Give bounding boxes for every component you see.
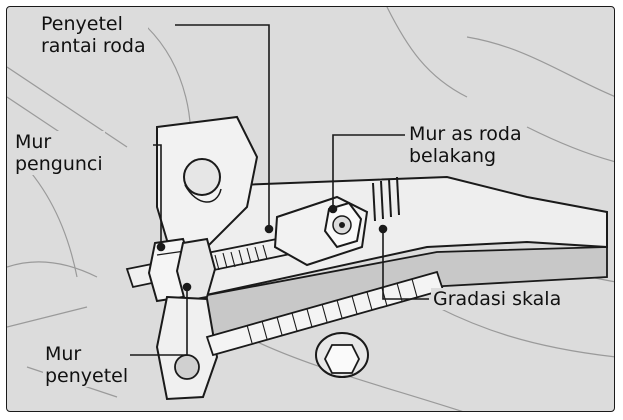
callout-scale-gradation-text: Gradasi skala	[433, 288, 561, 310]
diagram-frame: Penyetel rantai roda Mur pengunci Mur as…	[6, 6, 615, 412]
callout-adjusting-nut-line1: Mur	[45, 343, 128, 365]
callout-chain-adjuster-line1: Penyetel	[41, 13, 146, 35]
leader-dot-scale	[380, 226, 387, 233]
callout-lock-nut: Mur pengunci	[13, 131, 105, 175]
leader-dot-adjusting-nut	[184, 284, 191, 291]
leader-dot-rear-axle-nut	[330, 206, 337, 213]
adjusting-nut	[177, 239, 215, 301]
callout-chain-adjuster-line2: rantai roda	[41, 35, 146, 57]
callout-adjusting-nut: Mur penyetel	[43, 343, 130, 387]
callout-rear-axle-nut-line2: belakang	[409, 145, 522, 167]
leader-dot-lock-nut	[158, 244, 165, 251]
callout-adjusting-nut-line2: penyetel	[45, 365, 128, 387]
leader-dot-chain-adjuster	[266, 226, 273, 233]
lower-bolt	[316, 333, 368, 377]
callout-chain-adjuster: Penyetel rantai roda	[39, 13, 148, 57]
callout-lock-nut-line2: pengunci	[15, 153, 103, 175]
callout-lock-nut-line1: Mur	[15, 131, 103, 153]
callout-scale-gradation: Gradasi skala	[431, 288, 563, 310]
callout-rear-axle-nut-line1: Mur as roda	[409, 123, 522, 145]
callout-rear-axle-nut: Mur as roda belakang	[407, 123, 524, 167]
